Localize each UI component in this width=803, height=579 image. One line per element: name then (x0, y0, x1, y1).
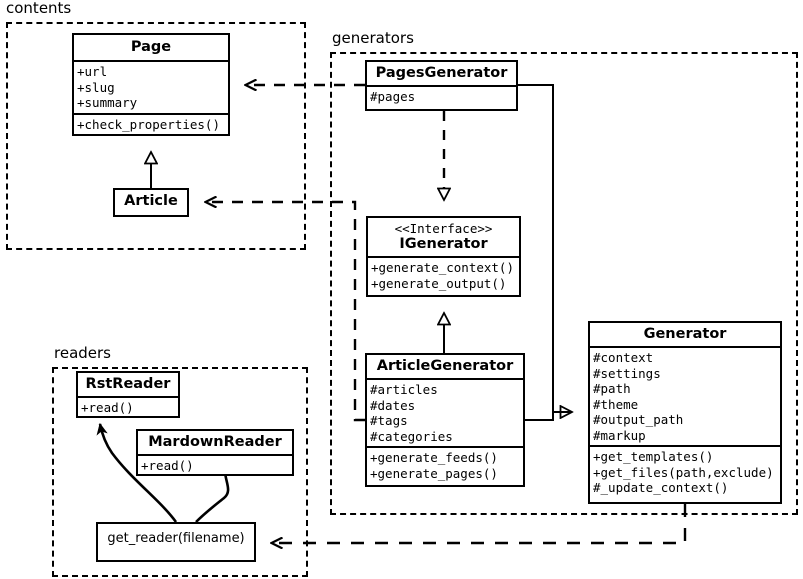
operation-row: #_update_context() (593, 480, 729, 495)
class-box-generator[interactable]: Generator #context #settings #path #them… (588, 321, 782, 504)
class-title-pagesgenerator: PagesGenerator (375, 65, 508, 81)
class-name-igenerator: IGenerator (399, 236, 488, 252)
class-box-articlegenerator[interactable]: ArticleGenerator #articles #dates #tags … (365, 353, 525, 487)
package-generators (330, 52, 798, 515)
attribute-row: #categories (370, 428, 453, 444)
package-readers (52, 367, 308, 577)
package-generators-label: generators (330, 30, 417, 46)
class-operations-igenerator: +generate_context() +generate_output() (368, 256, 519, 293)
class-title-page: Page (130, 39, 172, 55)
class-box-rstreader[interactable]: RstReader +read() (76, 371, 180, 418)
operation-row: +generate_pages() (370, 465, 498, 481)
class-title-mardownreader: MardownReader (148, 434, 282, 450)
operation-row: +get_files(path,exclude) (593, 464, 774, 480)
class-box-mardownreader[interactable]: MardownReader +read() (136, 429, 294, 476)
class-operations-page: +check_properties() (74, 112, 228, 135)
class-operations-articlegenerator: +generate_feeds() +generate_pages() (367, 446, 523, 483)
function-box-get-reader[interactable]: get_reader(filename) (96, 522, 256, 562)
class-operations-generator: +get_templates() +get_files(path,exclude… (590, 445, 780, 498)
class-attributes-page: +url +slug +summary (74, 60, 228, 113)
attribute-row: +url (77, 64, 108, 79)
class-box-igenerator[interactable]: <<Interface>> IGenerator +generate_conte… (366, 216, 521, 297)
attribute-row: +summary (77, 95, 138, 110)
class-title-articlegenerator: ArticleGenerator (376, 358, 514, 374)
function-label-get-reader: get_reader(filename) (107, 531, 245, 546)
class-title-rstreader: RstReader (85, 376, 171, 392)
operation-row: +read() (141, 458, 194, 473)
class-title-igenerator: <<Interface>> IGenerator (368, 218, 519, 256)
operation-row: +generate_context() (371, 260, 514, 275)
attribute-row: #pages (370, 89, 416, 104)
package-contents (6, 22, 306, 250)
attribute-row: #markup (593, 427, 646, 443)
operation-row: +read() (81, 400, 134, 415)
class-title-article: Article (124, 193, 178, 209)
operation-row: +check_properties() (77, 116, 220, 132)
class-attributes-pagesgenerator: #pages (367, 85, 516, 107)
attribute-row: +slug (77, 79, 115, 95)
class-operations-rstreader: +read() (78, 396, 178, 418)
attribute-row: #output_path (593, 412, 684, 427)
class-box-pagesgenerator[interactable]: PagesGenerator #pages (365, 60, 518, 111)
attribute-row: #tags (370, 413, 408, 428)
class-box-page[interactable]: Page +url +slug +summary +check_properti… (72, 33, 230, 136)
attribute-row: #context (593, 350, 654, 365)
attribute-row: #path (593, 381, 631, 396)
class-title-generator: Generator (643, 326, 727, 342)
package-readers-label: readers (52, 345, 114, 361)
package-contents-label: contents (4, 0, 75, 16)
attribute-row: #articles (370, 382, 438, 397)
attribute-row: #dates (370, 397, 416, 413)
class-stereotype-igenerator: <<Interface>> (394, 221, 493, 236)
attribute-row: #settings (593, 365, 661, 381)
class-attributes-generator: #context #settings #path #theme #output_… (590, 346, 780, 445)
attribute-row: #theme (593, 396, 639, 412)
class-box-article[interactable]: Article (113, 188, 189, 217)
class-attributes-articlegenerator: #articles #dates #tags #categories (367, 378, 523, 446)
operation-row: +generate_feeds() (370, 450, 498, 465)
class-operations-mardownreader: +read() (138, 454, 292, 476)
operation-row: +get_templates() (593, 449, 714, 464)
operation-row: +generate_output() (371, 275, 507, 291)
